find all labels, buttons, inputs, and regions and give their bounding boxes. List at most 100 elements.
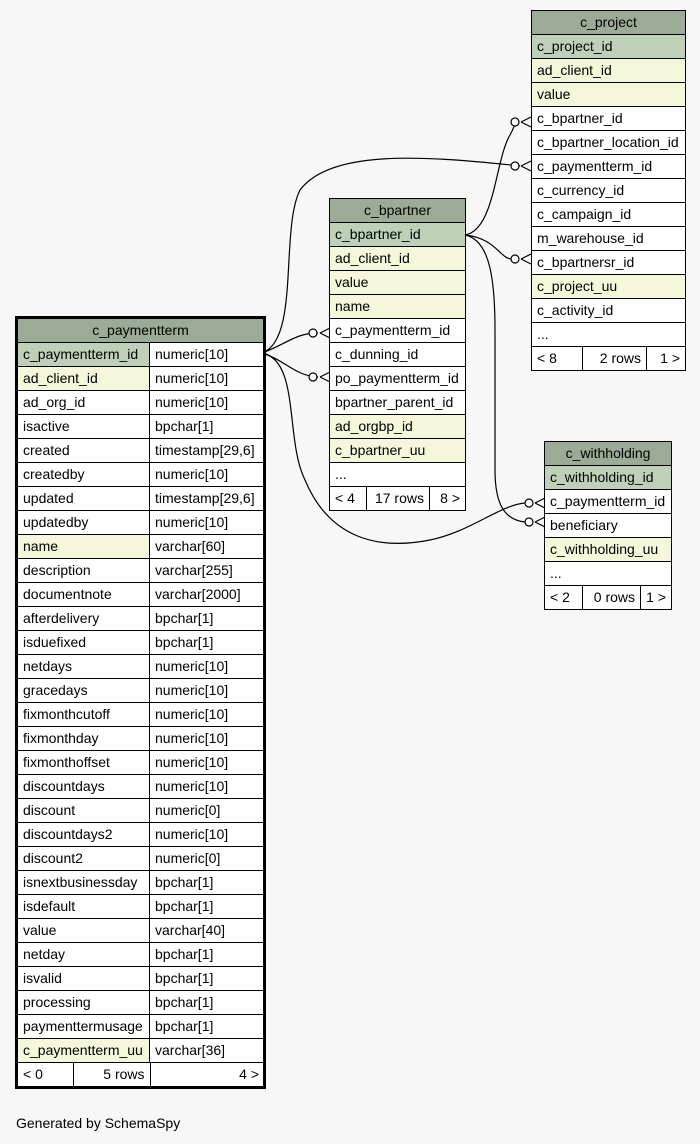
column-row[interactable]: c_activity_id [530, 298, 687, 323]
crowfoot-project-bpartnersr [520, 253, 532, 265]
column-name: description [17, 558, 150, 583]
optional-marker [510, 117, 520, 127]
column-row[interactable]: bpartner_parent_id [328, 390, 467, 415]
column-type: numeric[10] [148, 750, 265, 775]
column-row[interactable]: po_paymentterm_id [328, 366, 467, 391]
column-row[interactable]: c_bpartner_id [328, 222, 467, 247]
table-header[interactable]: c_paymentterm [16, 318, 265, 343]
column-type: bpchar[1] [148, 870, 265, 895]
column-row[interactable]: c_currency_id [530, 178, 687, 203]
column-type: timestamp[29,6] [148, 486, 265, 511]
parents-count: < 8 [531, 346, 583, 371]
table-title: c_bpartner [328, 198, 467, 223]
column-name: ... [530, 322, 687, 347]
column-name: value [17, 918, 150, 943]
optional-marker [308, 328, 318, 338]
column-row[interactable]: c_bpartnersr_id [530, 250, 687, 275]
column-row[interactable]: ad_client_id [530, 58, 687, 83]
column-row[interactable]: c_project_uu [530, 274, 687, 299]
column-row[interactable]: ... [530, 322, 687, 347]
column-row[interactable]: c_withholding_id [543, 465, 673, 490]
column-row[interactable]: c_dunning_id [328, 342, 467, 367]
table-header[interactable]: c_withholding [543, 441, 673, 466]
column-row[interactable]: value [530, 82, 687, 107]
table-header[interactable]: c_project [530, 10, 687, 35]
column-row[interactable]: c_paymentterm_id [328, 318, 467, 343]
column-name: ad_client_id [530, 58, 687, 83]
column-name: c_campaign_id [530, 202, 687, 227]
column-type: numeric[10] [148, 510, 265, 535]
column-row[interactable]: c_withholding_uu [543, 537, 673, 562]
column-name: createdby [17, 462, 150, 487]
column-row[interactable]: ... [543, 561, 673, 586]
column-row[interactable]: ... [328, 462, 467, 487]
table-header[interactable]: c_bpartner [328, 198, 467, 223]
column-row[interactable]: c_campaign_id [530, 202, 687, 227]
link-bpartner-project-1 [464, 121, 518, 236]
column-row[interactable]: m_warehouse_id [530, 226, 687, 251]
column-name: c_bpartner_id [530, 106, 687, 131]
column-row[interactable]: c_bpartner_uu [328, 438, 467, 463]
column-row[interactable]: c_bpartner_location_id [530, 130, 687, 155]
link-bpartner-project-2 [464, 234, 512, 260]
column-type: bpchar[1] [148, 414, 265, 439]
column-name: isdefault [17, 894, 150, 919]
column-row[interactable]: c_paymentterm_id [530, 154, 687, 179]
column-row[interactable]: c_bpartner_id [530, 106, 687, 131]
column-row[interactable]: c_project_id [530, 34, 687, 59]
column-row[interactable]: ad_orgbp_id [328, 414, 467, 439]
optional-marker [510, 161, 520, 171]
parents-count: < 0 [18, 1063, 74, 1086]
column-row[interactable]: value [328, 270, 467, 295]
column-row[interactable]: beneficiary [543, 513, 673, 538]
column-row[interactable]: c_paymentterm_id [543, 489, 673, 514]
column-name: isvalid [17, 966, 150, 991]
column-row[interactable]: ad_client_id [328, 246, 467, 271]
column-type: bpchar[1] [148, 1014, 265, 1039]
column-row[interactable]: name [328, 294, 467, 319]
column-type: varchar[255] [148, 558, 265, 583]
row-count: 0 rows [582, 585, 641, 610]
column-name: fixmonthcutoff [17, 702, 150, 727]
column-name: fixmonthoffset [17, 750, 150, 775]
